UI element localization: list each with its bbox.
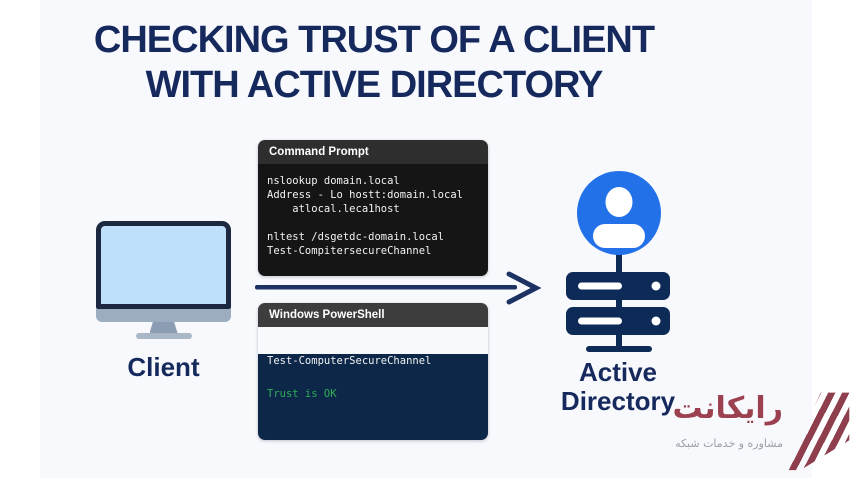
server-led: [651, 281, 661, 291]
watermark-brand-name: رایکانت: [672, 391, 783, 426]
powershell-body: Test-ComputerSecureChannel Trust is OK: [258, 354, 488, 440]
powershell-window: Windows PowerShell Test-ComputerSecureCh…: [258, 303, 488, 440]
monitor-chin: [96, 309, 231, 322]
terminal-line: [267, 216, 488, 230]
powershell-titlebar: Windows PowerShell: [258, 303, 488, 327]
powershell-command: Test-ComputerSecureChannel: [267, 355, 432, 367]
terminal-line: nltest /dsgetdc-domain.local: [267, 231, 445, 243]
watermark-tagline: مشاوره و خدمات شبکه: [675, 437, 783, 450]
terminal-line: Test-CompitersecureChannel: [267, 245, 432, 257]
user-shoulders: [593, 224, 645, 248]
server-slot: [578, 282, 622, 290]
server-slot: [578, 317, 622, 325]
powershell-output: Trust is OK: [267, 388, 337, 400]
user-head: [605, 187, 633, 217]
command-prompt-titlebar: Command Prompt: [258, 140, 488, 164]
command-prompt-body: nslookup domain.local Address - Lo hostt…: [258, 164, 488, 276]
monitor-stand: [149, 322, 178, 333]
active-directory-label-line1: Active: [578, 357, 658, 387]
terminal-line: nslookup domain.local: [267, 175, 400, 187]
server-base: [586, 346, 652, 352]
active-directory-server-icon: [566, 171, 670, 352]
page-title-line2: WITH ACTIVE DIRECTORY: [145, 64, 604, 106]
page-title-line1: CHECKING TRUST OF A CLIENT: [93, 19, 655, 61]
active-directory-label: Active Directory: [538, 358, 698, 416]
monitor-base: [135, 333, 192, 339]
command-prompt-window: Command Prompt nslookup domain.local Add…: [258, 140, 488, 276]
monitor-screen: [96, 221, 231, 309]
left-margin: [0, 0, 40, 478]
page-title: CHECKING TRUST OF A CLIENT WITH ACTIVE D…: [40, 18, 708, 108]
terminal-line: atlocal.leca1host: [267, 203, 400, 215]
server-led: [651, 316, 661, 326]
client-monitor-icon: [96, 221, 231, 339]
client-label: Client: [127, 352, 200, 382]
active-directory-label-line2: Directory: [560, 386, 676, 416]
terminal-line: Address - Lo hostt:domain.local: [267, 189, 463, 201]
arrow-right-icon: [255, 271, 542, 305]
